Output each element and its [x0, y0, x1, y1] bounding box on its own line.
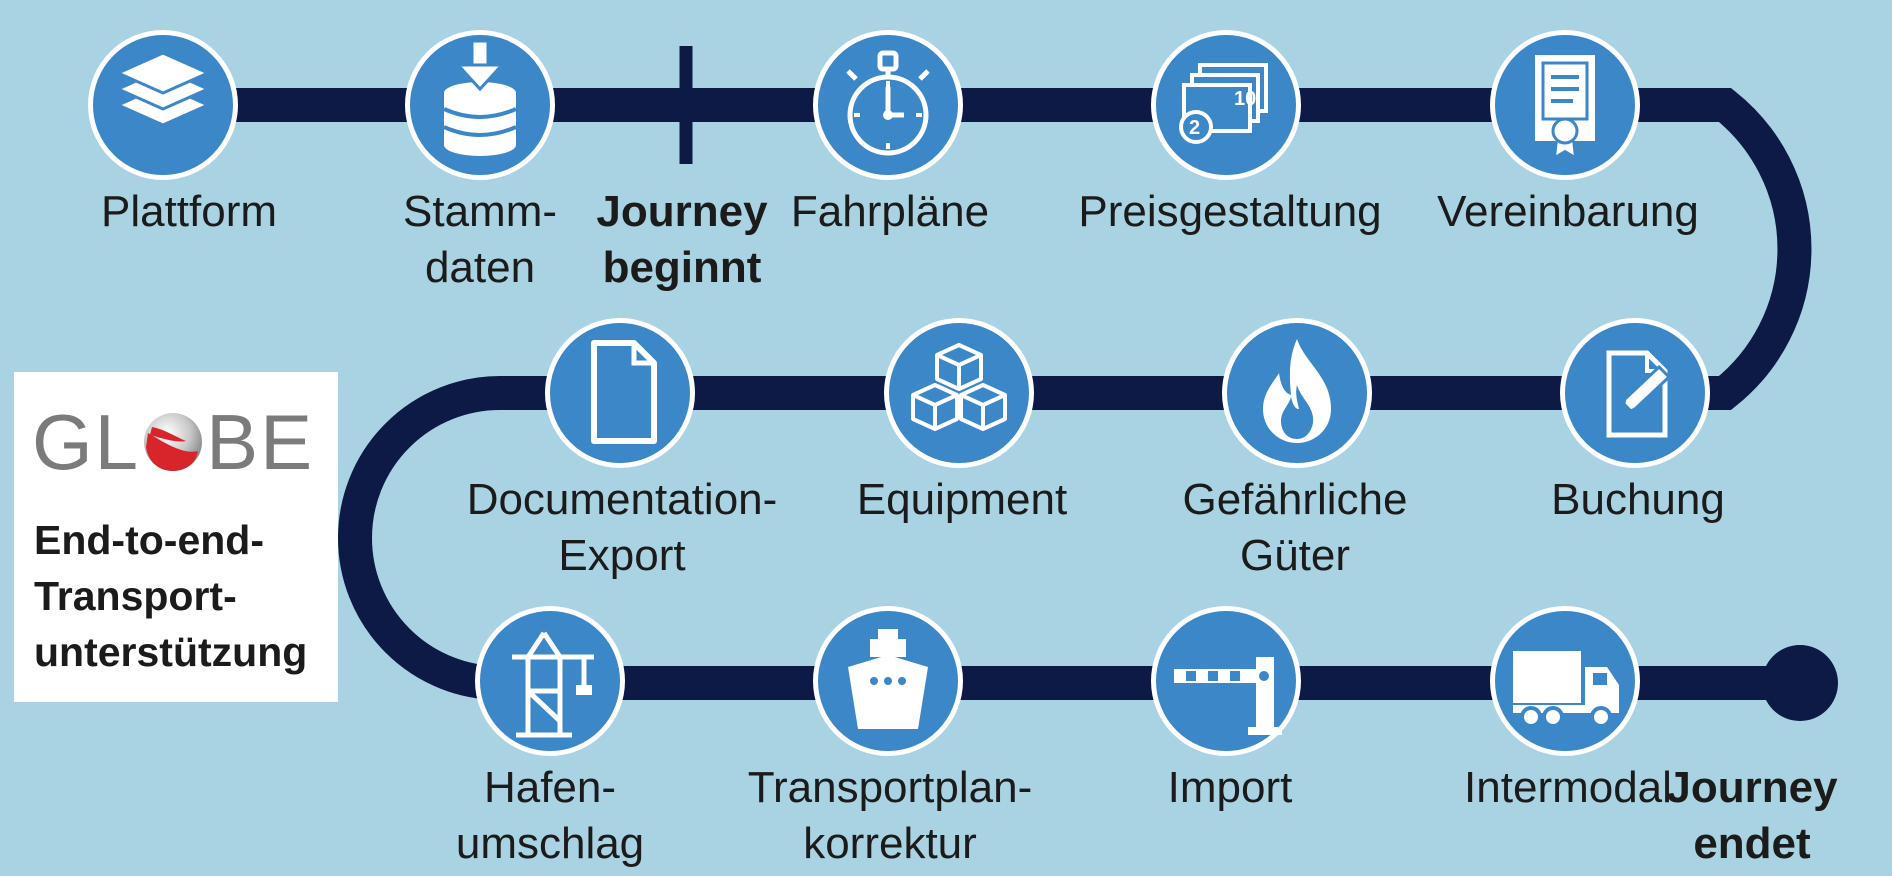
label-transportplankorrektur: Transportplan- korrektur	[747, 763, 1033, 868]
logo-text-left: GL	[32, 398, 141, 486]
node-stammdaten	[405, 30, 555, 180]
label-import: Import	[1167, 763, 1293, 812]
banknotes-coin-icon: 10 2	[1179, 63, 1268, 144]
node-gefaehrliche-gueter	[1222, 318, 1372, 468]
node-plattform	[88, 30, 238, 180]
tagline: End-to-end- Transport- unterstützung	[34, 517, 308, 675]
label-vereinbarung: Vereinbarung	[1437, 187, 1699, 236]
document-edit-icon	[1606, 350, 1672, 438]
node-vereinbarung	[1490, 30, 1640, 180]
stopwatch-icon	[846, 50, 930, 156]
label-fahrplaene: Fahrpläne	[790, 187, 990, 236]
node-intermodal	[1490, 606, 1640, 756]
label-documentation-export: Documentation- Export	[466, 475, 778, 580]
label-buchung: Buchung	[1551, 475, 1725, 524]
svg-text:10: 10	[1234, 88, 1256, 110]
barrier-gate-icon	[1174, 657, 1282, 735]
boxes-icon	[911, 343, 1007, 431]
label-stammdaten: Stamm- daten	[403, 187, 557, 292]
label-intermodal: Intermodal	[1464, 763, 1672, 812]
label-journey-beginnt: Journey beginnt	[596, 187, 768, 292]
label-gefaehrliche-gueter: Gefährliche Güter	[1182, 475, 1408, 580]
port-crane-icon	[512, 631, 594, 738]
node-hafenumschlag	[475, 606, 625, 756]
globe-ball-icon	[144, 413, 203, 471]
journey-end-dot	[1762, 645, 1838, 721]
svg-text:2: 2	[1189, 117, 1200, 139]
node-buchung	[1560, 318, 1710, 468]
certificate-icon	[1535, 55, 1595, 159]
label-plattform: Plattform	[100, 187, 278, 236]
label-journey-endet: Journey endet	[1666, 763, 1838, 868]
logo-text-right: BE	[206, 398, 315, 486]
label-preisgestaltung: Preisgestaltung	[1078, 187, 1382, 236]
node-fahrplaene	[813, 30, 963, 180]
ship-icon	[848, 629, 928, 729]
node-equipment	[884, 318, 1034, 468]
label-equipment: Equipment	[856, 475, 1068, 524]
node-transportplankorrektur	[813, 606, 963, 756]
node-documentation-export	[545, 318, 695, 468]
truck-icon	[1513, 651, 1619, 728]
globe-logo: GL BE	[32, 402, 314, 482]
layers-icon	[114, 51, 212, 127]
label-hafenumschlag: Hafen- umschlag	[455, 763, 645, 868]
database-download-icon	[443, 39, 517, 156]
node-preisgestaltung: 10 2	[1151, 30, 1301, 180]
node-import	[1151, 606, 1301, 756]
document-icon	[591, 340, 657, 444]
fire-icon	[1263, 339, 1331, 443]
logo-panel: GL BE End-to-end- Transport- unterstützu…	[14, 372, 338, 702]
track-row-1	[165, 88, 1812, 700]
